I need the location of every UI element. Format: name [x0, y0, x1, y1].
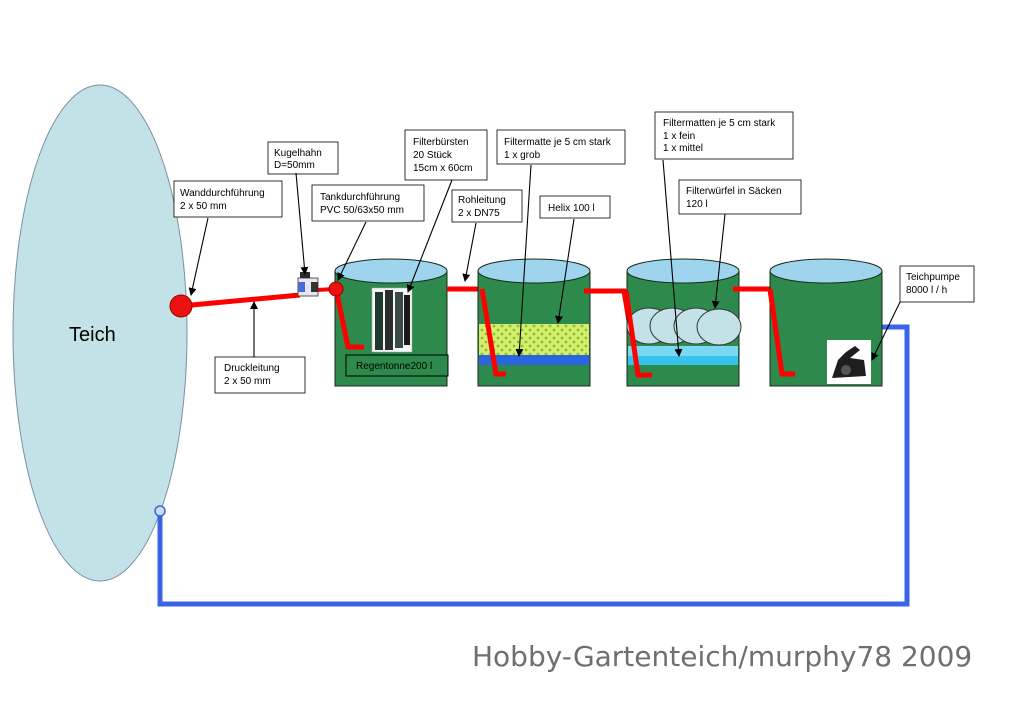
watermark: Hobby-Gartenteich/murphy78 2009 — [472, 640, 973, 673]
label-rohleitung: Rohleitung 2 x DN75 — [451, 189, 523, 223]
tank-1: Regentonne200 l — [328, 258, 449, 387]
label-kugelhahn: Kugelhahn D=50mm — [267, 141, 339, 175]
svg-text:120 l: 120 l — [686, 199, 708, 210]
label-tankdurchfuehrung: Tankdurchführung PVC 50/63x50 mm — [311, 184, 425, 222]
svg-text:15cm x 60cm: 15cm x 60cm — [413, 163, 472, 174]
svg-text:2 x 50 mm: 2 x 50 mm — [224, 376, 271, 387]
return-pipe — [157, 324, 910, 607]
svg-text:1 x mittel: 1 x mittel — [663, 143, 703, 154]
svg-text:Filterbürsten: Filterbürsten — [413, 137, 469, 148]
filter-mat-medium — [628, 356, 738, 365]
svg-text:Helix 100 l: Helix 100 l — [548, 203, 595, 214]
svg-text:Filtermatte je 5 cm stark: Filtermatte je 5 cm stark — [504, 137, 612, 148]
helix-media — [479, 324, 589, 355]
regentonne-label-box — [345, 354, 449, 377]
svg-text:1 x grob: 1 x grob — [504, 150, 541, 161]
svg-text:D=50mm: D=50mm — [274, 160, 315, 171]
label-druckleitung: Druckleitung 2 x 50 mm — [214, 356, 306, 394]
svg-text:20 Stück: 20 Stück — [413, 150, 453, 161]
svg-text:Teichpumpe: Teichpumpe — [906, 272, 960, 283]
filter-brushes-icon — [371, 287, 413, 353]
label-wanddurchfuehrung: Wanddurchführung 2 x 50 mm — [173, 180, 283, 218]
svg-text:Filterwürfel in Säcken: Filterwürfel in Säcken — [686, 186, 782, 197]
svg-text:PVC 50/63x50 mm: PVC 50/63x50 mm — [320, 205, 404, 216]
tank-2 — [477, 258, 591, 387]
svg-text:Druckleitung: Druckleitung — [224, 363, 280, 374]
svg-text:Tankdurchführung: Tankdurchführung — [320, 192, 400, 203]
label-teichpumpe: Teichpumpe 8000 l / h — [899, 265, 975, 303]
leader-arrows — [188, 159, 901, 361]
label-helix: Helix 100 l — [539, 195, 611, 219]
tank-3 — [623, 258, 742, 387]
svg-text:Filtermatten je 5 cm stark: Filtermatten je 5 cm stark — [663, 118, 776, 129]
svg-text:Wanddurchführung: Wanddurchführung — [180, 188, 265, 199]
label-filtermatte-grob: Filtermatte je 5 cm stark 1 x grob — [496, 129, 626, 165]
wall-fitting — [169, 294, 193, 318]
svg-text:Kugelhahn: Kugelhahn — [274, 148, 322, 159]
regentonne-label: Regentonne200 l — [356, 361, 432, 372]
svg-text:Rohleitung: Rohleitung — [458, 195, 506, 206]
pond — [12, 84, 188, 582]
svg-text:8000 l / h: 8000 l / h — [906, 285, 947, 296]
feed-pipe — [180, 292, 301, 309]
label-filtermatten-fein-mittel: Filtermatten je 5 cm stark 1 x fein 1 x … — [654, 111, 794, 160]
filter-mat-coarse — [479, 355, 589, 365]
svg-text:2 x DN75: 2 x DN75 — [458, 208, 500, 219]
tank-4 — [767, 258, 883, 387]
label-filterbuersten: Filterbürsten 20 Stück 15cm x 60cm — [404, 129, 488, 181]
return-inlet — [154, 505, 166, 517]
ball-valve-icon — [297, 272, 319, 297]
svg-text:1 x fein: 1 x fein — [663, 131, 695, 142]
svg-text:2 x 50 mm: 2 x 50 mm — [180, 201, 227, 212]
filter-cube-sacks-icon — [626, 307, 742, 346]
pond-label: Teich — [69, 324, 116, 346]
pond-pump-icon — [827, 340, 871, 384]
filter-mat-fine — [628, 346, 738, 356]
label-filterwuerfel: Filterwürfel in Säcken 120 l — [678, 179, 802, 215]
